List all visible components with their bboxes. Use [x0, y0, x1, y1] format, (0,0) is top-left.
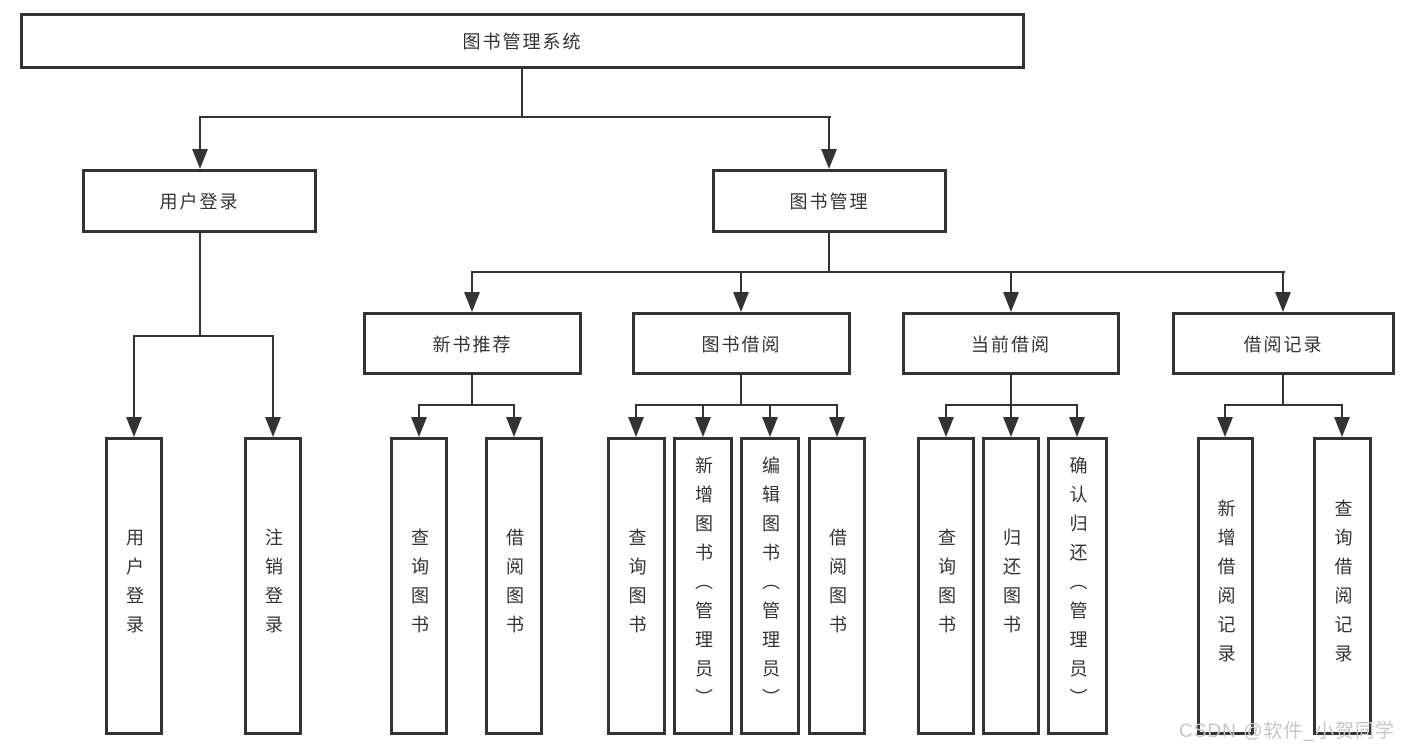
leaf-label: 注销登录 — [263, 528, 283, 644]
leaf-label: 借阅图书 — [504, 528, 524, 644]
node-new-book-recommend-label: 新书推荐 — [432, 334, 513, 355]
leaf-current-confirm-return-admin: 确认归还（管理员） — [1047, 437, 1108, 735]
node-user-login: 用户登录 — [82, 169, 317, 233]
connector-stem-leaf — [272, 335, 274, 421]
arrowhead-down — [1069, 417, 1085, 437]
arrowhead-down — [762, 417, 778, 437]
connector-stem-leaf — [1224, 404, 1226, 421]
connector-stem-book — [828, 116, 830, 152]
arrowhead-down — [1003, 292, 1019, 312]
connector-stem-leaf — [945, 404, 947, 421]
arrowhead-down — [192, 149, 208, 169]
leaf-label: 查询图书 — [936, 528, 956, 644]
connector-stem-leaf — [513, 404, 515, 421]
arrowhead-down — [411, 417, 427, 437]
connector-stem-leaf — [769, 404, 771, 421]
connector-stem-leaf — [1076, 404, 1078, 421]
node-current-borrow: 当前借阅 — [902, 312, 1120, 375]
connector-current-stub — [1010, 375, 1012, 406]
connector-recommend-rail — [418, 404, 515, 406]
leaf-borrow-add-books-admin: 新增图书（管理员） — [673, 437, 733, 735]
arrowhead-down — [938, 417, 954, 437]
connector-stem-user — [199, 116, 201, 152]
connector-stem-recommend — [471, 271, 473, 296]
connector-level3-rail — [471, 271, 1285, 273]
node-root: 图书管理系统 — [20, 13, 1025, 69]
node-book-management: 图书管理 — [712, 169, 947, 233]
arrowhead-down — [265, 417, 281, 437]
connector-stem-leaf — [1010, 404, 1012, 421]
connector-stem-leaf — [418, 404, 420, 421]
arrowhead-down — [821, 149, 837, 169]
connector-book-stub — [828, 233, 830, 273]
leaf-current-query-books: 查询图书 — [917, 437, 975, 735]
connector-stem-leaf — [133, 335, 135, 421]
leaf-label: 查询图书 — [626, 528, 647, 644]
leaf-borrow-query-books: 查询图书 — [607, 437, 666, 735]
leaf-recommend-borrow-books: 借阅图书 — [485, 437, 543, 735]
connector-stem-borrow — [740, 271, 742, 296]
connector-user-stub — [199, 233, 201, 337]
connector-user-rail — [133, 335, 274, 337]
leaf-borrow-edit-books-admin: 编辑图书（管理员） — [740, 437, 800, 735]
leaf-current-return-books: 归还图书 — [982, 437, 1040, 735]
leaf-label: 归还图书 — [1001, 528, 1021, 644]
node-root-label: 图书管理系统 — [462, 32, 583, 52]
connector-borrow-stub — [740, 375, 742, 406]
node-new-book-recommend: 新书推荐 — [363, 312, 582, 375]
arrowhead-down — [506, 417, 522, 437]
node-book-borrow: 图书借阅 — [632, 312, 851, 375]
leaf-label: 借阅图书 — [827, 528, 847, 644]
leaf-label: 编辑图书（管理员） — [760, 455, 780, 717]
connector-stem-leaf — [836, 404, 838, 421]
node-current-borrow-label: 当前借阅 — [971, 334, 1051, 355]
leaf-label: 新增借阅记录 — [1215, 499, 1236, 673]
connector-stem-records — [1282, 271, 1284, 296]
arrowhead-down — [1275, 292, 1291, 312]
leaf-label: 确认归还（管理员） — [1067, 455, 1088, 717]
connector-recommend-stub — [471, 375, 473, 406]
csdn-watermark: CSDN @软件_小贺同学 — [1179, 721, 1395, 742]
leaf-records-query-record: 查询借阅记录 — [1313, 437, 1372, 735]
leaf-recommend-query-books: 查询图书 — [390, 437, 448, 735]
arrowhead-down — [1217, 417, 1233, 437]
connector-stem-leaf — [1341, 404, 1343, 421]
arrowhead-down — [829, 417, 845, 437]
leaf-user-login: 用户登录 — [105, 437, 163, 735]
connector-stem-leaf — [702, 404, 704, 421]
node-borrow-records: 借阅记录 — [1172, 312, 1395, 375]
arrowhead-down — [628, 417, 644, 437]
arrowhead-down — [464, 292, 480, 312]
leaf-label: 新增图书（管理员） — [693, 455, 713, 717]
arrowhead-down — [1003, 417, 1019, 437]
arrowhead-down — [126, 417, 142, 437]
connector-level2-rail — [199, 116, 831, 118]
connector-stem-current — [1010, 271, 1012, 296]
node-book-borrow-label: 图书借阅 — [701, 334, 782, 355]
leaf-records-add-record: 新增借阅记录 — [1197, 437, 1254, 735]
leaf-label: 查询图书 — [409, 528, 429, 644]
node-borrow-records-label: 借阅记录 — [1243, 334, 1324, 355]
node-book-management-label: 图书管理 — [789, 192, 870, 212]
connector-root-stub — [521, 68, 523, 118]
arrowhead-down — [695, 417, 711, 437]
connector-records-rail — [1224, 404, 1343, 406]
connector-records-stub — [1282, 375, 1284, 406]
connector-borrow-rail — [635, 404, 838, 406]
leaf-label: 用户登录 — [124, 528, 144, 644]
arrowhead-down — [733, 292, 749, 312]
connector-stem-leaf — [635, 404, 637, 421]
arrowhead-down — [1334, 417, 1350, 437]
leaf-logout: 注销登录 — [244, 437, 302, 735]
leaf-borrow-borrow-books: 借阅图书 — [808, 437, 866, 735]
node-user-login-label: 用户登录 — [159, 192, 240, 212]
leaf-label: 查询借阅记录 — [1332, 499, 1353, 673]
